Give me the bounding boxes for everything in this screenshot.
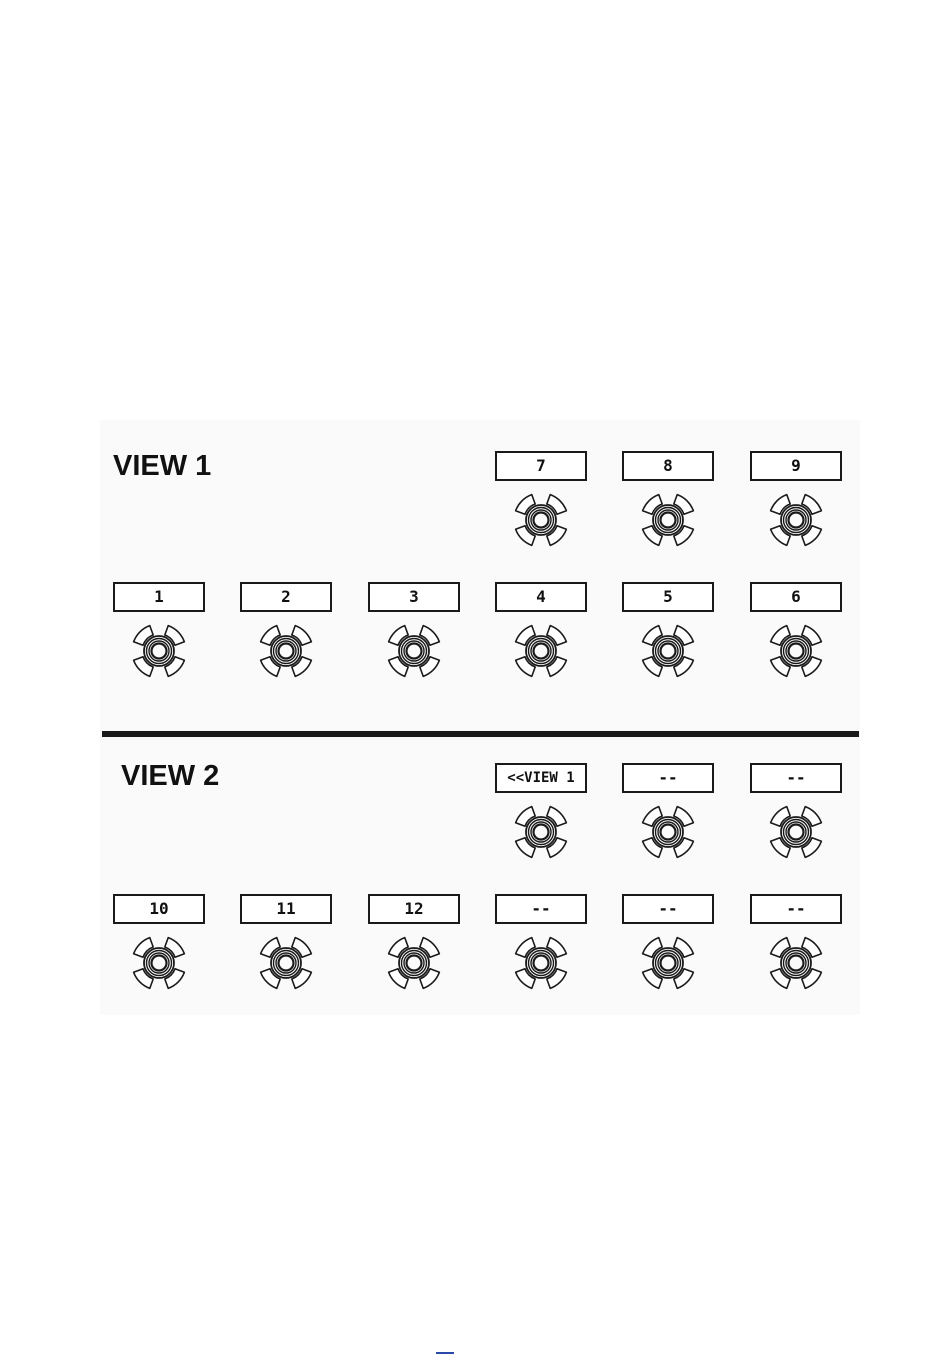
switch-label: 2: [240, 582, 332, 612]
switch-label: 7: [495, 451, 587, 481]
switch-label: 9: [750, 451, 842, 481]
switch-knob-ring: [789, 825, 804, 840]
switch-label: 10: [113, 894, 205, 924]
switch-knob-ring: [656, 639, 681, 664]
switch-knob-ring: [656, 951, 681, 976]
switch-knob-ring: [402, 951, 427, 976]
footswitch-icon: [767, 622, 825, 680]
footswitch-icon: [385, 934, 443, 992]
footswitch-icon: [512, 934, 570, 992]
footswitch-icon: [639, 491, 697, 549]
view-1-switch-7[interactable]: 7: [495, 451, 587, 547]
view-2-switch-back-to-view-1[interactable]: <<VIEW 1: [495, 763, 587, 859]
switch-knob-ring: [274, 639, 299, 664]
switch-label: --: [750, 894, 842, 924]
switch-knob-ring: [152, 644, 167, 659]
switch-knob-ring: [661, 513, 676, 528]
view-2-switch-empty-top-3[interactable]: --: [750, 763, 842, 859]
view-1-switch-6[interactable]: 6: [750, 582, 842, 678]
footswitch-icon: [639, 622, 697, 680]
footswitch-icon: [512, 491, 570, 549]
switch-knob-ring: [529, 508, 554, 533]
switch-label: 12: [368, 894, 460, 924]
switch-knob-ring: [529, 820, 554, 845]
footswitch-icon: [130, 622, 188, 680]
switch-knob-ring: [784, 951, 809, 976]
switch-knob-ring: [656, 508, 681, 533]
switch-knob-ring: [661, 644, 676, 659]
switch-knob-ring: [534, 825, 549, 840]
switch-knob-ring: [784, 508, 809, 533]
switch-knob-ring: [152, 956, 167, 971]
page-link-mark: [436, 1352, 454, 1354]
switch-knob-ring: [534, 956, 549, 971]
switch-knob-ring: [529, 951, 554, 976]
switch-label: --: [750, 763, 842, 793]
view-1-title: VIEW 1: [113, 450, 211, 483]
switch-label: --: [495, 894, 587, 924]
switch-knob-ring: [147, 951, 172, 976]
footswitch-icon: [385, 622, 443, 680]
switch-knob-ring: [274, 951, 299, 976]
switch-knob-ring: [407, 956, 422, 971]
view-1-switch-9[interactable]: 9: [750, 451, 842, 547]
view-2-switch-empty-bottom-6[interactable]: --: [750, 894, 842, 990]
view-2-switch-empty-bottom-4[interactable]: --: [495, 894, 587, 990]
footswitch-icon: [767, 934, 825, 992]
switch-label: <<VIEW 1: [495, 763, 587, 793]
footswitch-icon: [130, 934, 188, 992]
switch-knob-ring: [789, 956, 804, 971]
switch-knob-ring: [661, 956, 676, 971]
switch-knob-ring: [661, 825, 676, 840]
switch-knob-ring: [789, 644, 804, 659]
switch-knob-ring: [656, 820, 681, 845]
switch-knob-ring: [534, 644, 549, 659]
footswitch-icon: [767, 491, 825, 549]
view-2-switch-12[interactable]: 12: [368, 894, 460, 990]
switch-knob-ring: [784, 639, 809, 664]
switch-knob-ring: [789, 513, 804, 528]
view-2-switch-11[interactable]: 11: [240, 894, 332, 990]
switch-label: 4: [495, 582, 587, 612]
switch-knob-ring: [534, 513, 549, 528]
switch-label: 5: [622, 582, 714, 612]
footswitch-icon: [257, 934, 315, 992]
footswitch-icon: [767, 803, 825, 861]
view-1-switch-4[interactable]: 4: [495, 582, 587, 678]
view-1-switch-3[interactable]: 3: [368, 582, 460, 678]
switch-label: --: [622, 763, 714, 793]
switch-knob-ring: [147, 639, 172, 664]
switch-label: --: [622, 894, 714, 924]
view-1-switch-5[interactable]: 5: [622, 582, 714, 678]
view-2-title: VIEW 2: [121, 760, 219, 793]
switch-label: 1: [113, 582, 205, 612]
view-2-switch-empty-bottom-5[interactable]: --: [622, 894, 714, 990]
switch-knob-ring: [407, 644, 422, 659]
footswitch-icon: [512, 803, 570, 861]
switch-knob-ring: [279, 644, 294, 659]
view-1-switch-8[interactable]: 8: [622, 451, 714, 547]
view-2-switch-10[interactable]: 10: [113, 894, 205, 990]
footswitch-icon: [639, 803, 697, 861]
switch-label: 3: [368, 582, 460, 612]
switch-label: 6: [750, 582, 842, 612]
switch-knob-ring: [402, 639, 427, 664]
switch-knob-ring: [784, 820, 809, 845]
footswitch-icon: [639, 934, 697, 992]
view-1-switch-2[interactable]: 2: [240, 582, 332, 678]
view-2-switch-empty-top-2[interactable]: --: [622, 763, 714, 859]
view-1-switch-1[interactable]: 1: [113, 582, 205, 678]
layout-panel: [100, 420, 860, 1015]
switch-knob-ring: [529, 639, 554, 664]
footswitch-icon: [257, 622, 315, 680]
footswitch-icon: [512, 622, 570, 680]
switch-label: 11: [240, 894, 332, 924]
switch-knob-ring: [279, 956, 294, 971]
view-divider: [102, 731, 859, 737]
switch-label: 8: [622, 451, 714, 481]
